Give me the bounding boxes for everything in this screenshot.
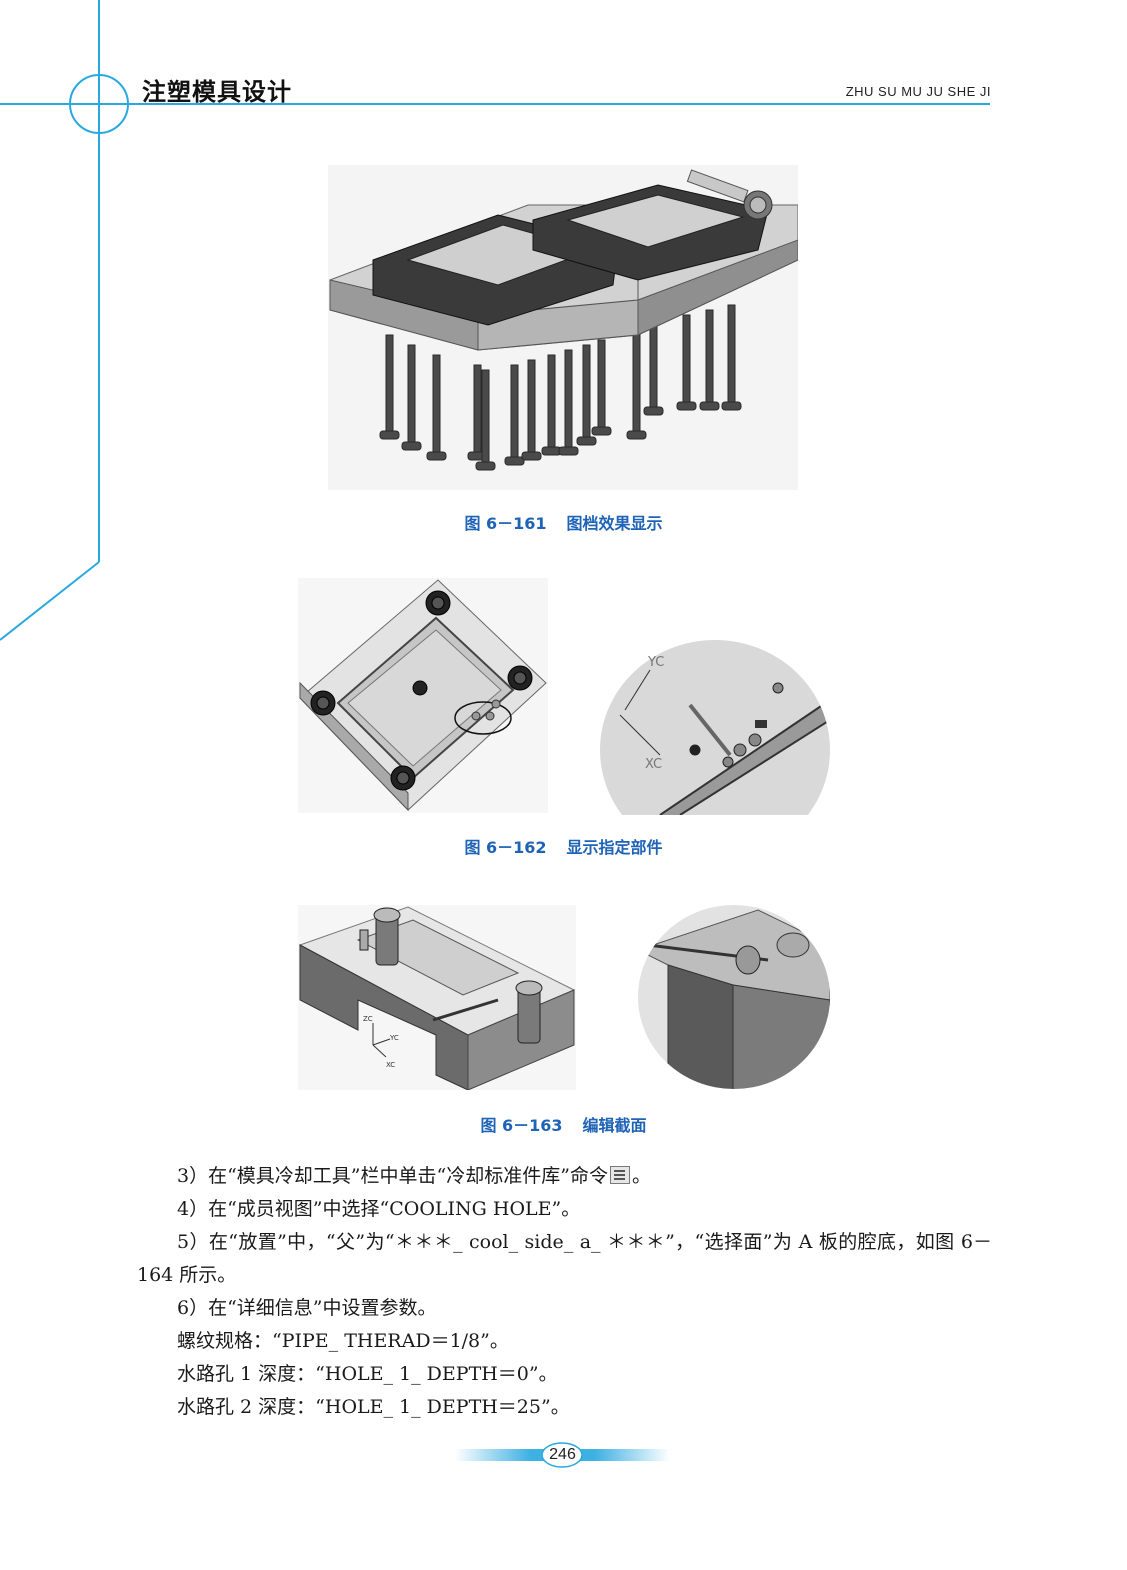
- step-5: 5）在“放置”中，“父”为“＊＊＊_ cool_ side_ a_ ＊＊＊”，“…: [137, 1231, 992, 1286]
- figure-6-162-zoom-image: YC XC: [600, 640, 830, 815]
- cooling-library-command-icon: [609, 1166, 630, 1184]
- xc-axis-label: XC: [645, 757, 662, 772]
- figure-number: 图 6－162: [464, 838, 547, 857]
- step-3: 3）在“模具冷却工具”栏中单击“冷却标准件库”命令。: [177, 1165, 651, 1187]
- param-hole-1: 水路孔 1 深度：“HOLE_ 1_ DEPTH＝0”。: [177, 1363, 558, 1385]
- figure-6-163-caption: 图 6－163 编辑截面: [0, 1112, 1127, 1136]
- param-thread: 螺纹规格：“PIPE_ THERAD＝1/8”。: [177, 1330, 509, 1352]
- zc-axis-label: ZC: [363, 1015, 373, 1023]
- figure-title: 图档效果显示: [566, 514, 663, 533]
- yc-axis-label: YC: [389, 1034, 399, 1042]
- yc-axis-label: YC: [647, 655, 664, 670]
- figure-6-162-caption: 图 6－162 显示指定部件: [0, 834, 1127, 858]
- figure-6-163-zoom-image: [638, 905, 830, 1089]
- header-title: 注塑模具设计: [142, 78, 292, 106]
- figure-number: 图 6－161: [464, 514, 547, 533]
- param-hole-2: 水路孔 2 深度：“HOLE_ 1_ DEPTH＝25”。: [177, 1396, 570, 1418]
- page-number-banner: 246: [455, 1440, 670, 1470]
- figure-title: 编辑截面: [582, 1116, 647, 1135]
- figure-number: 图 6－163: [480, 1116, 563, 1135]
- step-6: 6）在“详细信息”中设置参数。: [177, 1297, 437, 1319]
- body-text: 3）在“模具冷却工具”栏中单击“冷却标准件库”命令。 4）在“成员视图”中选择“…: [137, 1160, 992, 1424]
- figure-6-161-caption: 图 6－161 图档效果显示: [0, 510, 1127, 534]
- page-number-ornament: [455, 1442, 670, 1468]
- figure-title: 显示指定部件: [566, 838, 663, 857]
- page-number: 246: [549, 1446, 576, 1463]
- figure-6-161-image: [328, 165, 798, 490]
- step-4: 4）在“成员视图”中选择“COOLING HOLE”。: [177, 1198, 581, 1220]
- figure-6-163-section-image: ZC YC XC: [298, 905, 576, 1090]
- xc-axis-label: XC: [386, 1061, 395, 1069]
- figure-6-162-plate-image: [298, 578, 548, 813]
- header-pinyin: ZHU SU MU JU SHE JI: [845, 84, 991, 99]
